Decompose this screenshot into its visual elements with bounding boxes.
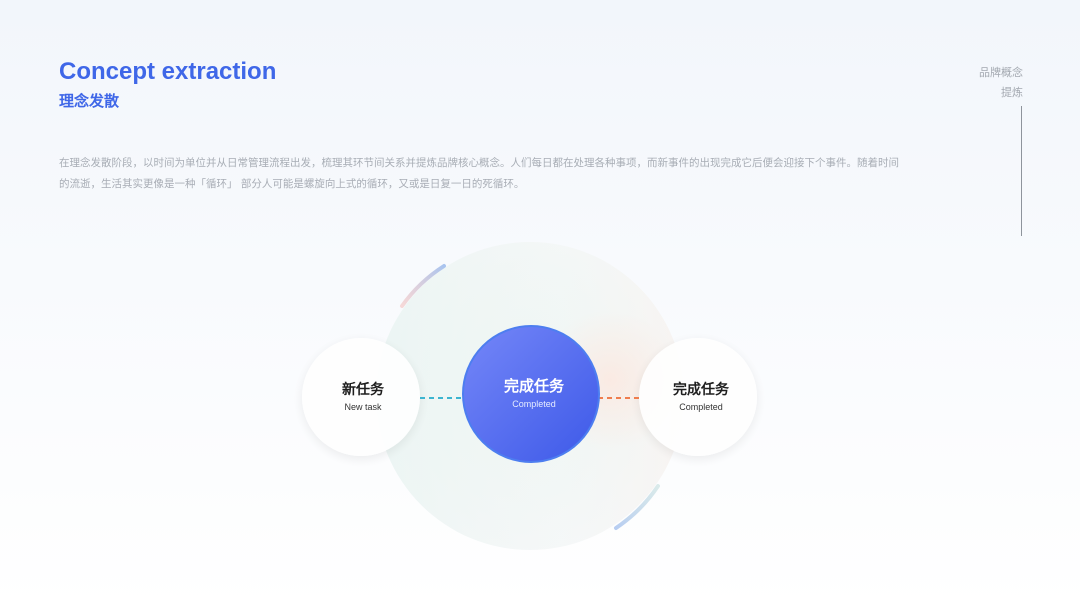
section-label-line1: 品牌概念 [979, 66, 1023, 79]
right-node-circle [639, 338, 757, 456]
center-node-subtitle: Completed [512, 399, 556, 409]
page-subtitle: 理念发散 [59, 92, 120, 110]
left-node-circle [302, 338, 420, 456]
left-node: 新任务 New task [308, 380, 418, 414]
center-node-circle [462, 325, 600, 463]
section-label-line2: 提炼 [1001, 86, 1023, 99]
right-node: 完成任务 Completed [646, 380, 756, 414]
left-node-subtitle: New task [344, 402, 382, 412]
right-node-title: 完成任务 [673, 382, 729, 398]
section-label: 品牌概念 提炼 [979, 63, 1023, 103]
vertical-divider [1021, 106, 1022, 236]
description-paragraph: 在理念发散阶段，以时间为单位并从日常管理流程出发，梳理其环节间关系并提炼品牌核心… [59, 157, 899, 190]
right-node-subtitle: Completed [679, 402, 723, 412]
top-arc [400, 264, 446, 308]
center-node: 完成任务 Completed [470, 375, 598, 411]
bottom-arc [614, 484, 660, 530]
center-node-title: 完成任务 [503, 377, 564, 395]
page-title: Concept extraction [59, 58, 277, 85]
left-node-title: 新任务 [342, 382, 384, 398]
